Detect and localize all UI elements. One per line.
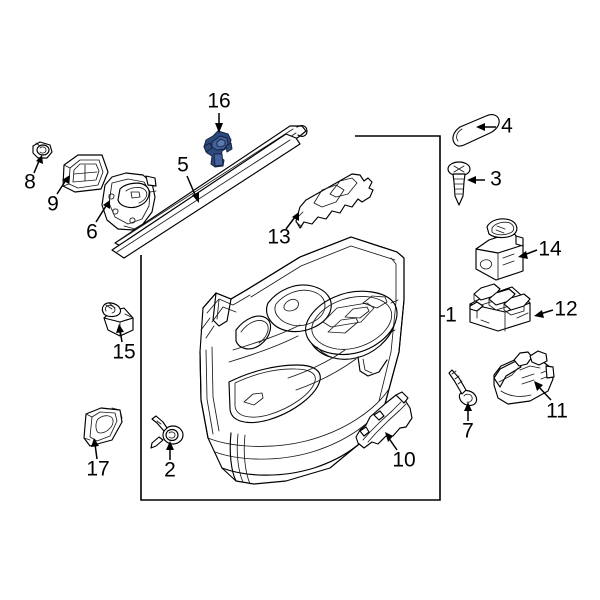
callout-number-labels: 1 2 3 4 5 6 7 8 9 10 11 12 13 14 15 16 1…: [24, 90, 578, 482]
callout-label-10[interactable]: 10: [392, 449, 415, 472]
part-courtesy-lamp-switch-shape: [203, 127, 233, 168]
callout-label-11[interactable]: 11: [546, 400, 568, 423]
callout-label-13[interactable]: 13: [267, 226, 290, 249]
callout-label-7[interactable]: 7: [462, 420, 474, 443]
part-corner-cover-trim-shape: [83, 407, 123, 447]
callout-label-8[interactable]: 8: [24, 171, 36, 194]
part-inside-handle-assembly-shape: [101, 172, 157, 231]
callout-label-17[interactable]: 17: [86, 458, 109, 481]
callout-label-12[interactable]: 12: [554, 298, 577, 321]
callout-leader-lines: [33, 113, 554, 460]
part-lower-trim-garnish-shape: [355, 391, 413, 449]
part-mirror-control-switch-shape: [475, 218, 524, 281]
part-door-trim-panel-shape: [199, 236, 405, 485]
part-tapping-screw-shape: [448, 369, 478, 407]
panel-frame-box: [140, 135, 441, 501]
part-retainer-clip-shape: [150, 415, 184, 449]
callout-label-5[interactable]: 5: [177, 154, 189, 177]
part-screw-hole-plug-shape: [452, 114, 500, 147]
part-tweeter-grille-shape: [295, 173, 374, 229]
callout-label-1[interactable]: 1: [445, 304, 457, 327]
callout-label-9[interactable]: 9: [47, 193, 59, 216]
part-pull-handle-bracket-shape: [493, 350, 555, 405]
callout-label-4[interactable]: 4: [501, 115, 513, 138]
part-belt-weatherstrip-shape: [111, 125, 308, 259]
callout-label-14[interactable]: 14: [538, 238, 562, 261]
callout-label-15[interactable]: 15: [112, 341, 135, 364]
part-phillips-screw-shape: [447, 161, 471, 206]
callout-label-2[interactable]: 2: [164, 459, 176, 482]
callout-label-6[interactable]: 6: [86, 221, 98, 244]
part-inside-handle-bezel-shape: [62, 154, 109, 193]
part-cap-plug-shape: [32, 141, 53, 159]
callout-label-16[interactable]: 16: [207, 90, 230, 113]
callout-label-3[interactable]: 3: [490, 168, 502, 191]
part-power-window-switch-shape: [469, 283, 531, 332]
